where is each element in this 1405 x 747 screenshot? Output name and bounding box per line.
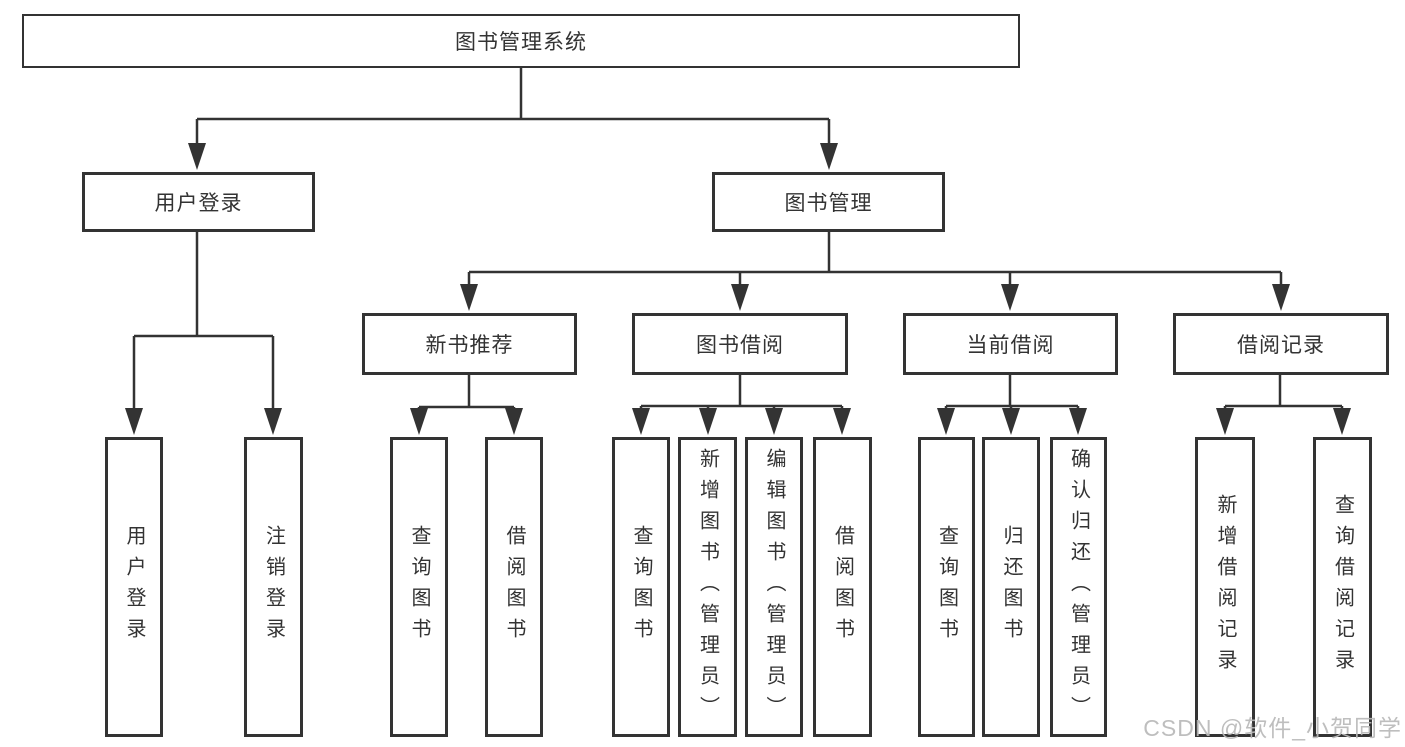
leaf-add-borrow-record: 新增借阅记录 <box>1195 437 1255 737</box>
node-current-borrowing: 当前借阅 <box>903 313 1118 375</box>
leaf-query-books-recommend: 查询图书 <box>390 437 448 737</box>
leaf-borrow-books: 借阅图书 <box>813 437 872 737</box>
node-borrowing-records: 借阅记录 <box>1173 313 1389 375</box>
leaf-confirm-return-admin: 确认归还（管理员） <box>1050 437 1107 737</box>
leaf-user-login: 用户登录 <box>105 437 163 737</box>
connector-root-to-level2 <box>188 68 838 170</box>
node-book-management: 图书管理 <box>712 172 945 232</box>
leaf-query-books-current: 查询图书 <box>918 437 975 737</box>
node-book-borrowing: 图书借阅 <box>632 313 848 375</box>
leaf-borrow-books-recommend: 借阅图书 <box>485 437 543 737</box>
connector-bookmgmt-to-level3 <box>460 232 1290 311</box>
leaf-query-books-borrow: 查询图书 <box>612 437 670 737</box>
leaf-return-books: 归还图书 <box>982 437 1040 737</box>
connector-records-to-leaves <box>1216 375 1351 435</box>
connector-newbook-to-leaves <box>410 375 523 435</box>
node-new-book-recommendation: 新书推荐 <box>362 313 577 375</box>
connector-current-to-leaves <box>937 375 1087 435</box>
node-library-management-system: 图书管理系统 <box>22 14 1020 68</box>
leaf-edit-books-admin: 编辑图书（管理员） <box>745 437 803 737</box>
leaf-logout: 注销登录 <box>244 437 303 737</box>
connector-userlogin-to-leaves <box>125 232 282 435</box>
leaf-query-borrow-record: 查询借阅记录 <box>1313 437 1372 737</box>
leaf-add-books-admin: 新增图书（管理员） <box>678 437 737 737</box>
node-user-login: 用户登录 <box>82 172 315 232</box>
connector-borrow-to-leaves <box>632 375 851 435</box>
